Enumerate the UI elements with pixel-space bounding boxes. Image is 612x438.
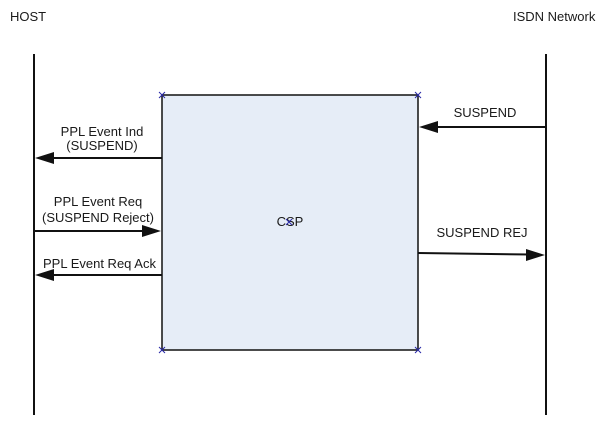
participant-network-label: ISDN Network <box>513 9 596 24</box>
handle-bottom-right <box>414 346 422 354</box>
arrowhead-right <box>526 249 545 261</box>
message-label: PPL Event Ind <box>61 124 144 139</box>
arrowhead-left <box>419 121 438 133</box>
message-label: PPL Event Req Ack <box>43 256 156 271</box>
participant-host-label: HOST <box>10 9 46 24</box>
arrow-line <box>417 252 531 256</box>
message-suspend-rej: SUSPEND REJ <box>417 225 545 261</box>
arrowhead-right <box>142 225 161 237</box>
message-label-sub: (SUSPEND Reject) <box>42 210 154 225</box>
center-handle <box>285 218 293 226</box>
arrowhead-left <box>35 152 54 164</box>
message-label-sub: (SUSPEND) <box>66 138 138 153</box>
message-label: SUSPEND REJ <box>436 225 527 240</box>
message-label: PPL Event Req <box>54 194 142 209</box>
handle-bottom-left <box>158 346 166 354</box>
message-ppl-event-req-ack: PPL Event Req Ack <box>35 256 162 281</box>
handle-top-left <box>158 91 166 99</box>
arrowhead-left <box>35 269 54 281</box>
handle-top-right <box>414 91 422 99</box>
selection-handles <box>158 91 422 354</box>
message-suspend: SUSPEND <box>419 105 546 133</box>
message-ppl-event-ind: PPL Event Ind (SUSPEND) <box>35 124 162 164</box>
message-ppl-event-req: PPL Event Req (SUSPEND Reject) <box>35 194 161 237</box>
message-label: SUSPEND <box>454 105 517 120</box>
